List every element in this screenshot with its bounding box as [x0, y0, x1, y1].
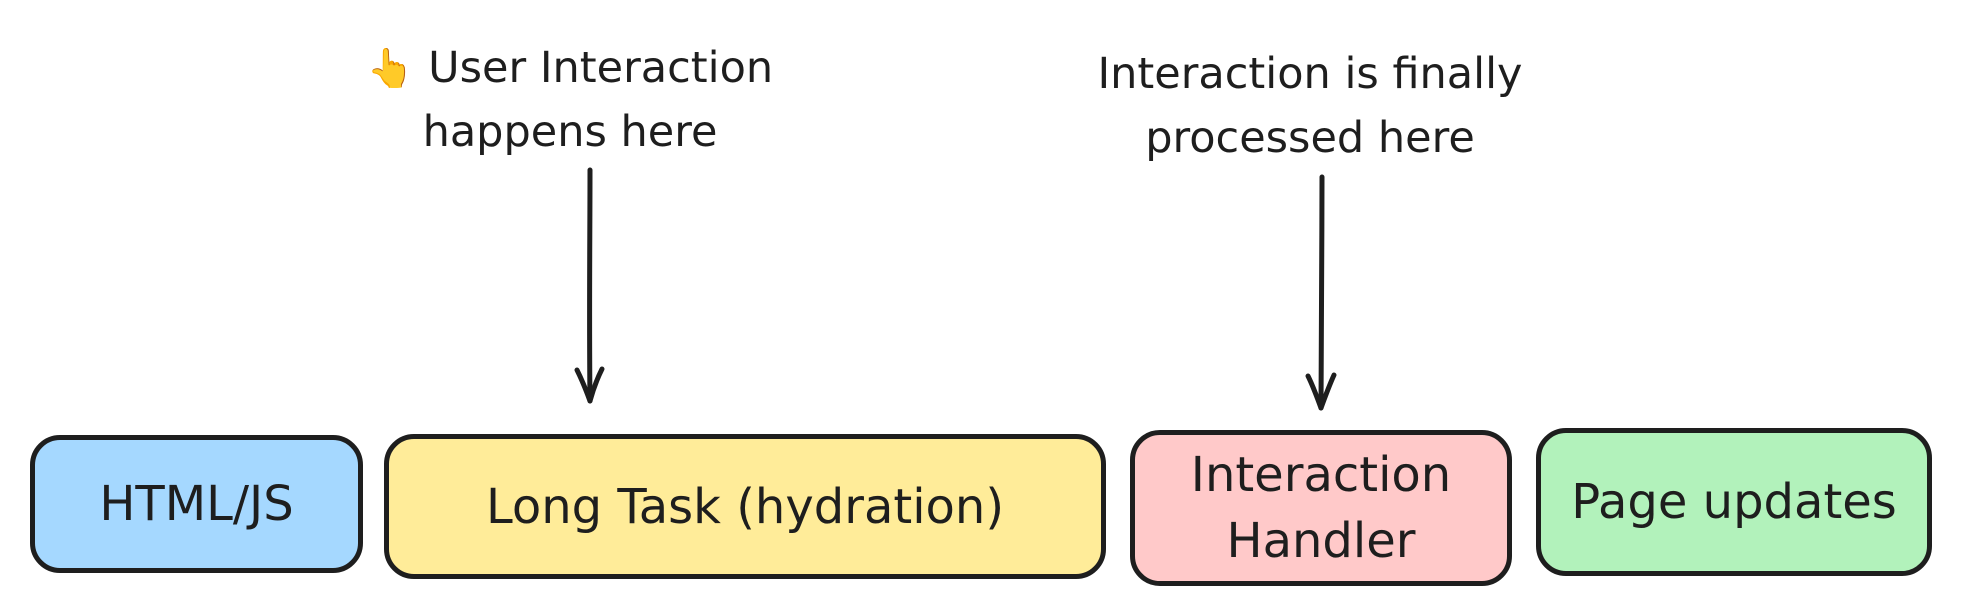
finally-processed-label-line2: processed here [1145, 113, 1475, 163]
page-updates-box: Page updates [1536, 428, 1932, 576]
finally-processed-label: Interaction is finally processed here [1080, 42, 1540, 170]
html-js-box: HTML/JS [30, 435, 363, 573]
long-task-label: Long Task (hydration) [485, 478, 1005, 535]
arrow-to-interaction-handler-shaft [1318, 174, 1325, 411]
long-task-box: Long Task (hydration) [384, 434, 1106, 579]
user-interaction-label-line2: happens here [422, 107, 718, 157]
user-interaction-text: User Interaction [428, 43, 774, 93]
user-interaction-label: 👆 User Interaction happens here [360, 36, 780, 164]
interaction-handler-label-line1: Interaction [1190, 447, 1452, 503]
arrow-to-long-task-head [574, 366, 605, 404]
user-interaction-label-line1: 👆 User Interaction [360, 36, 780, 100]
finally-processed-label-line1: Interaction is finally [1097, 49, 1523, 99]
interaction-handler-box: Interaction Handler [1130, 430, 1512, 586]
page-updates-label: Page updates [1571, 474, 1897, 530]
pointing-hand-icon: 👆 [366, 46, 415, 90]
interaction-handler-label-line2: Handler [1226, 513, 1416, 569]
arrow-to-long-task [574, 167, 605, 404]
arrow-to-interaction-handler-head [1305, 372, 1337, 411]
arrow-to-interaction-handler [1305, 174, 1337, 411]
html-js-label: HTML/JS [99, 476, 294, 532]
